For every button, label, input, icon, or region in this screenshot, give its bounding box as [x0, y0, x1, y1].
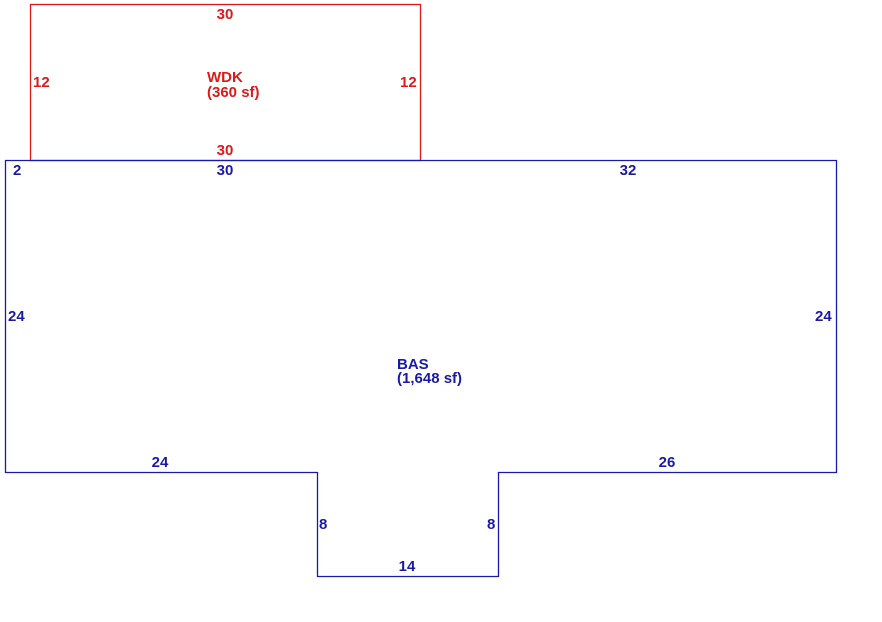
- bas-dim-right: 24: [815, 308, 832, 325]
- bas-dim-bottom-right: 26: [659, 454, 676, 471]
- bas-area-label: (1,648 sf): [397, 370, 462, 387]
- wdk-dim-left: 12: [33, 74, 50, 91]
- wdk-group: 30 12 12 30 WDK (360 sf): [29, 3, 422, 162]
- bas-name-label: BAS: [397, 356, 429, 373]
- wdk-dim-bottom: 30: [217, 142, 234, 159]
- bas-outline: [4, 159, 838, 578]
- wdk-dim-right: 12: [400, 74, 417, 91]
- bas-dim-notch-right: 8: [487, 516, 495, 533]
- wdk-area-label: (360 sf): [207, 84, 260, 101]
- bas-dim-bottom-left: 24: [152, 454, 169, 471]
- bas-dim-top-middle: 30: [217, 162, 234, 179]
- bas-dim-left: 24: [8, 308, 25, 325]
- bas-dim-notch-bottom: 14: [399, 558, 416, 575]
- bas-dim-top-left-offset: 2: [13, 162, 21, 179]
- wdk-name-label: WDK: [207, 69, 243, 86]
- wdk-dim-top: 30: [217, 6, 234, 23]
- bas-dim-notch-left: 8: [319, 516, 327, 533]
- bas-group: 2 30 32 24 24 24 26 8 8 14 BAS (1,648 sf…: [4, 159, 838, 578]
- bas-dim-top-right: 32: [620, 162, 637, 179]
